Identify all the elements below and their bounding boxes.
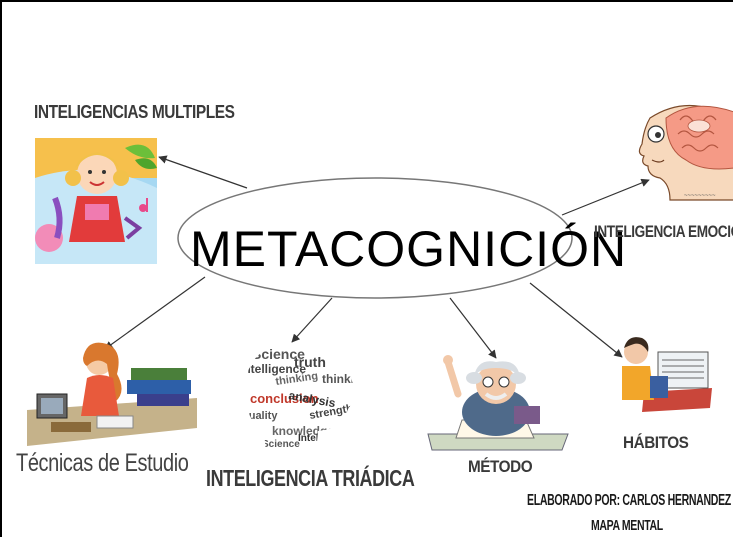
- center-title: METACOGNICIÓN: [190, 221, 628, 277]
- arrow-to-inteligencia-triadica: [291, 297, 333, 343]
- professor-illustration: [422, 354, 572, 459]
- svg-text:~~~~~~~~~: ~~~~~~~~~: [684, 193, 716, 199]
- word-cloud-word: Science: [262, 439, 300, 450]
- author-credit: ELABORADO POR: CARLOS HERNANDEZ: [527, 492, 731, 509]
- word-cloud-word: conclusion: [250, 391, 319, 406]
- woman-studying-illustration: [27, 336, 197, 451]
- arrow-to-inteligencias-multiples: [158, 155, 248, 189]
- word-cloud-word: thinking: [275, 370, 319, 388]
- word-cloud-word: Intelligence: [240, 362, 306, 376]
- boy-reading-illustration: [614, 332, 714, 419]
- word-cloud-word: quality: [242, 410, 278, 422]
- tecnicas-estudio-label: Técnicas de Estudio: [16, 449, 189, 477]
- inteligencia-triadica-label: INTELIGENCIA TRIÁDICA: [206, 465, 415, 491]
- word-cloud-word: Intelligence: [298, 433, 353, 444]
- center-ellipse: [177, 177, 573, 299]
- arrow-to-tecnicas-estudio: [104, 276, 206, 350]
- word-cloud-word: thinking: [322, 372, 362, 386]
- metodo-label: MÉTODO: [468, 457, 533, 476]
- arrow-to-habitos: [529, 282, 623, 358]
- inteligencia-emocional-label: INTELIGENCIA EMOCIONAL: [594, 222, 733, 241]
- head-brain-illustration: ~~~~~~~~~: [630, 98, 733, 211]
- word-cloud-word: truth: [294, 354, 326, 370]
- inteligencias-multiples-label: INTELIGENCIAS MULTIPLES: [34, 102, 235, 122]
- arrow-to-inteligencia-emocional: [561, 178, 650, 216]
- habitos-label: HÁBITOS: [623, 433, 689, 452]
- map-type-credit: MAPA MENTAL: [591, 517, 663, 534]
- arrow-to-metodo: [449, 297, 497, 359]
- girl-cartoon-illustration: [35, 138, 157, 269]
